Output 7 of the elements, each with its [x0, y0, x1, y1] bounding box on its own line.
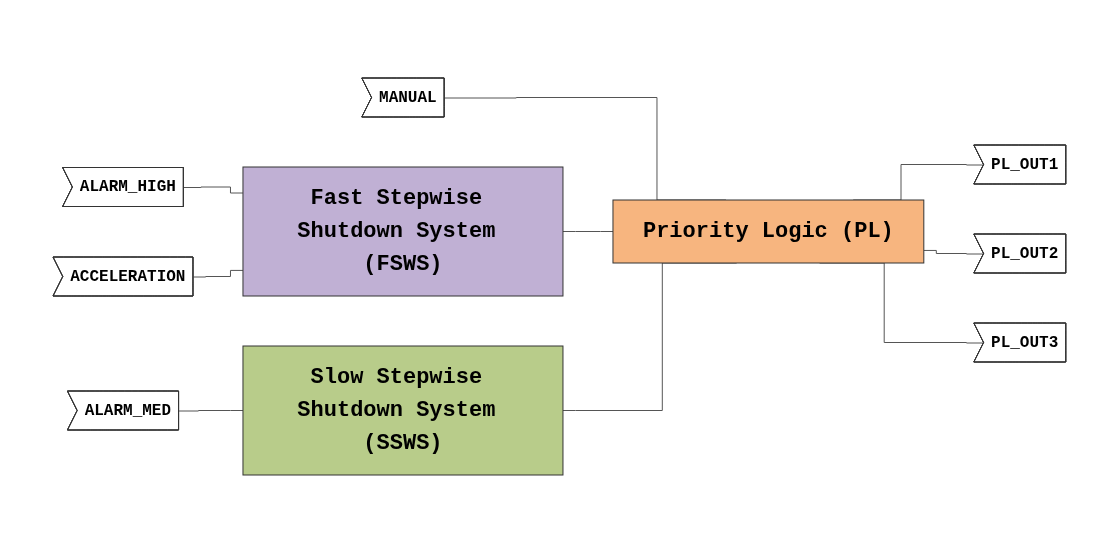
connector	[183, 186, 244, 193]
node-box: Priority Logic (PL)	[612, 199, 924, 263]
node-box: Slow Stepwise Shutdown System (SSWS)	[242, 345, 564, 475]
connector	[192, 269, 244, 277]
node-box: Fast Stepwise Shutdown System (FSWS)	[242, 166, 564, 296]
connector	[562, 230, 614, 232]
connector	[178, 409, 244, 411]
